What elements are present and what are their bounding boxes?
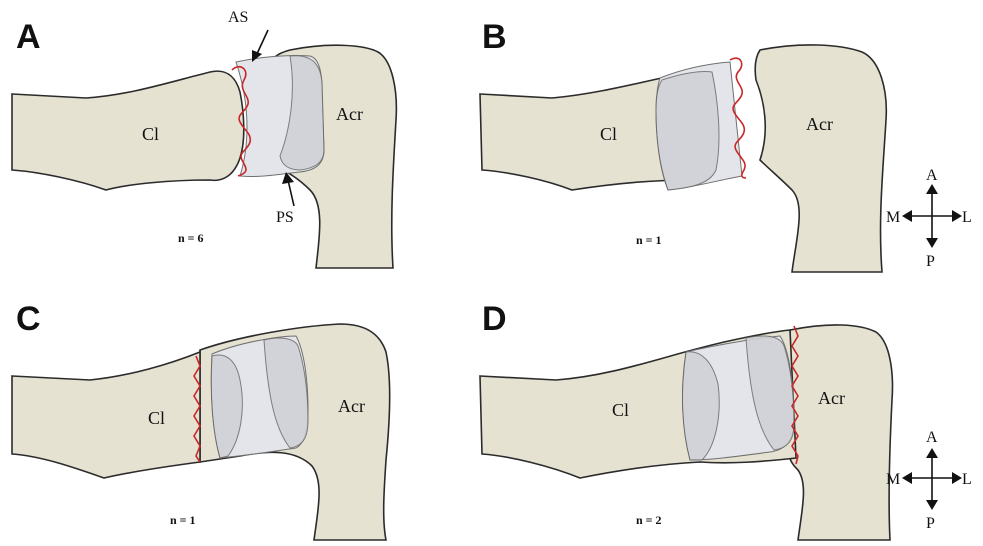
- panel-letter-d: D: [482, 300, 507, 338]
- panel-letter-a: A: [16, 18, 41, 56]
- acromion-label: Acr: [336, 104, 363, 124]
- as-label: AS: [228, 9, 248, 26]
- compass-up-arrowhead: [926, 184, 938, 194]
- compass-right-arrowhead: [952, 210, 962, 222]
- clavicle-label: Cl: [142, 124, 159, 144]
- compass-left-arrowhead: [902, 472, 912, 484]
- acromion-label: Acr: [818, 388, 845, 408]
- compass-medial: M: [886, 209, 900, 226]
- panel-c: C Cl Acr n = 1: [12, 300, 390, 540]
- acromion-bone: [790, 325, 892, 540]
- clavicle-label: Cl: [148, 408, 165, 428]
- sample-count: n = 1: [636, 233, 662, 247]
- panel-a: A Cl Acr n = 6 AS PS: [12, 9, 396, 268]
- orientation-compass: A P M L: [886, 167, 972, 270]
- compass-left-arrowhead: [902, 210, 912, 222]
- sample-count: n = 6: [178, 231, 204, 245]
- orientation-compass: A P M L: [886, 429, 972, 532]
- compass-posterior: P: [926, 253, 935, 270]
- compass-right-arrowhead: [952, 472, 962, 484]
- compass-down-arrowhead: [926, 500, 938, 510]
- sample-count: n = 1: [170, 513, 196, 527]
- compass-anterior: A: [926, 167, 938, 184]
- panel-letter-b: B: [482, 18, 507, 56]
- clavicle-bone: [12, 352, 200, 478]
- ps-label: PS: [276, 209, 294, 226]
- clavicle-label: Cl: [612, 400, 629, 420]
- panel-d: D Cl Acr n = 2 A P M L: [480, 300, 972, 540]
- compass-medial: M: [886, 471, 900, 488]
- panel-letter-c: C: [16, 300, 41, 338]
- ps-arrow: [288, 180, 294, 206]
- acromion-label: Acr: [806, 114, 833, 134]
- compass-lateral: L: [962, 471, 972, 488]
- compass-up-arrowhead: [926, 448, 938, 458]
- acromion-bone: [755, 45, 886, 272]
- panel-b: B Cl Acr n = 1 A P M L: [480, 18, 972, 272]
- clavicle-bone: [12, 71, 244, 190]
- as-arrow: [256, 30, 268, 56]
- sample-count: n = 2: [636, 513, 662, 527]
- ligament-fold: [656, 71, 719, 190]
- compass-down-arrowhead: [926, 238, 938, 248]
- compass-posterior: P: [926, 515, 935, 532]
- acromion-label: Acr: [338, 396, 365, 416]
- compass-lateral: L: [962, 209, 972, 226]
- clavicle-label: Cl: [600, 124, 617, 144]
- compass-anterior: A: [926, 429, 938, 446]
